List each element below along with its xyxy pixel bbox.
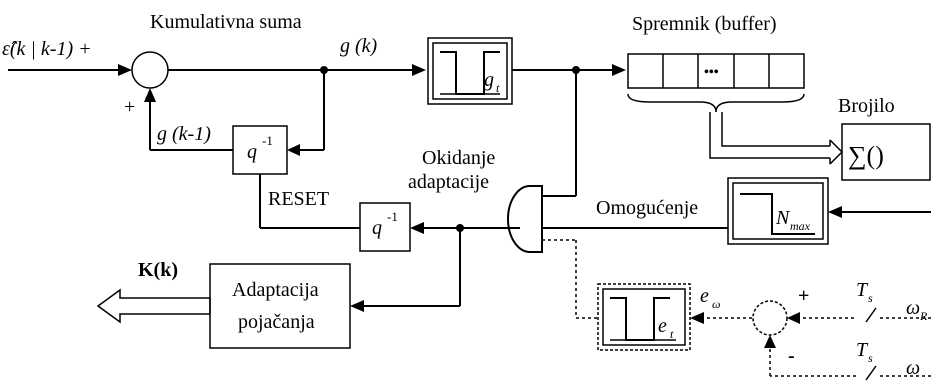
counter-title: Brojilo: [838, 95, 895, 117]
wr-sub: R: [919, 309, 928, 323]
wr-switch: [865, 307, 877, 323]
trigger-line1: Okidanje: [422, 147, 495, 169]
delay1-q: q: [247, 141, 257, 163]
g-k-label: g (k): [340, 35, 378, 57]
sum-hollow-arrow-a: [709, 112, 830, 159]
ew-sub: ω: [712, 297, 720, 311]
input-arrow: [118, 64, 132, 76]
enable-label: Omogućenje: [596, 197, 698, 219]
reset-label: RESET: [268, 188, 329, 210]
gt-main: g: [484, 69, 494, 91]
nmax-input-arrow: [828, 206, 842, 218]
trigger-to-adapt-arrow: [350, 300, 364, 312]
sum-hollow-arrow-b: [721, 112, 830, 147]
trigger-line2: adaptacije: [408, 171, 489, 193]
adaptation-block: [209, 263, 351, 349]
plus-err-label: +: [798, 285, 809, 307]
gt-output-arrow: [612, 64, 626, 76]
cumsum-output-arrow: [412, 64, 426, 76]
nmax-main: N: [775, 207, 791, 229]
delay-block-2: [359, 202, 411, 252]
ts2-main: T: [856, 339, 869, 361]
ts1-sub: s: [868, 291, 873, 305]
and-gate: [507, 185, 543, 253]
adapt-line1: Adaptacija: [232, 279, 319, 301]
et-sub: t: [670, 327, 674, 341]
feedback-in-arrow: [287, 144, 300, 156]
ts1-main: T: [856, 279, 869, 301]
g-k-minus-1-label: g (k-1): [157, 123, 211, 145]
summing-junction: [131, 51, 169, 89]
w-switch: [865, 365, 877, 381]
counter-block: [841, 123, 931, 181]
delay-block-1: [232, 125, 288, 175]
plus-feedback-label: +: [124, 96, 135, 118]
gain-output-arrow: [96, 288, 211, 324]
nmax-block-inner: [732, 182, 824, 240]
buffer-title: Spremnik (buffer): [632, 13, 777, 35]
delay2-exp: -1: [387, 209, 398, 224]
sum-hollow-arrow-head: [829, 139, 844, 165]
delay1-exp: -1: [262, 133, 273, 148]
et-main: e: [658, 315, 667, 337]
ew-main: e: [700, 285, 709, 307]
input-signal-label: ε̂(k | k-1) +: [2, 38, 92, 60]
gain-output-label: K(k): [138, 259, 178, 281]
adapt-line2: pojačanja: [238, 311, 315, 333]
wr-main: ω: [906, 297, 920, 319]
ts2-sub: s: [868, 351, 873, 365]
buffer-brace: [627, 93, 805, 113]
w-label: ω: [906, 357, 920, 379]
nmax-sub: max: [790, 219, 811, 233]
w-arrow: [764, 335, 776, 348]
buffer-dots: •••: [704, 65, 719, 80]
feedback-up-arrow: [144, 88, 156, 102]
wr-arrow: [787, 312, 800, 324]
delay2-q: q: [372, 217, 382, 239]
error-summing-junction: [752, 300, 788, 336]
minus-err-label: -: [788, 345, 795, 367]
cumsum-title: Kumulativna suma: [150, 11, 302, 33]
counter-symbol: ∑(): [848, 141, 884, 170]
nmax-shape: [740, 193, 815, 235]
and-out-arrow: [410, 222, 424, 234]
gt-sub: t: [496, 81, 500, 95]
buffer-block: [627, 53, 805, 89]
ew-arrow: [690, 312, 704, 324]
